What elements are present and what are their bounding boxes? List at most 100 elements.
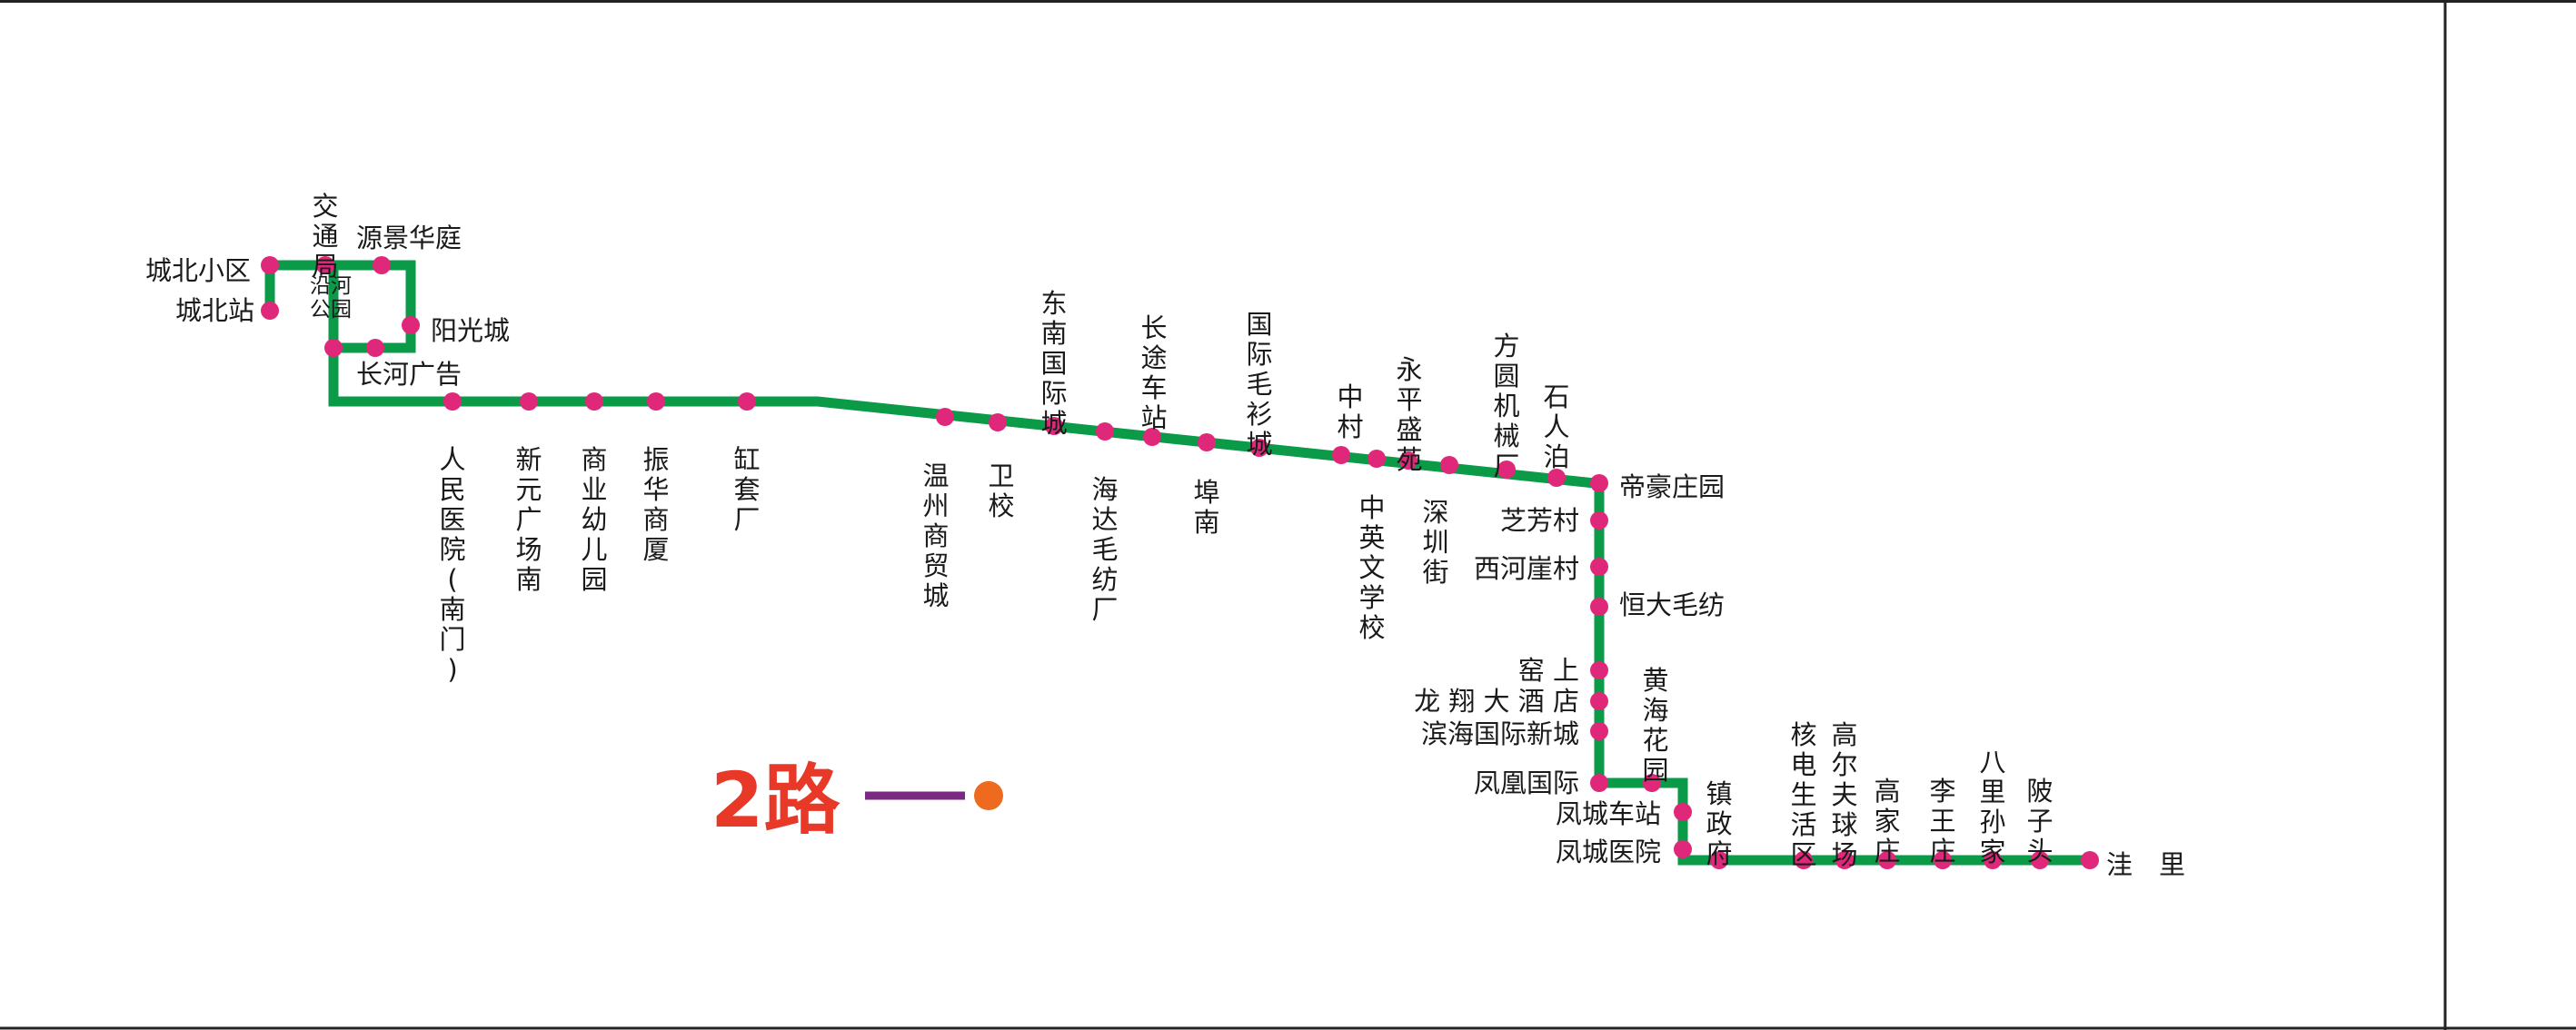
- stop-label: 凤凰国际: [1474, 768, 1579, 798]
- stop-label: 中村: [1337, 381, 1363, 442]
- stop-hedian-shenghuoqu: 核电生活区: [1790, 719, 1816, 870]
- stop-chengbei-xiaoqu: 城北小区: [145, 255, 279, 286]
- stop-fengcheng-chezhan: 凤城车站: [1556, 798, 1692, 829]
- stop-jiaotongju: 交通局: [312, 191, 338, 282]
- stop-shirenbo: 石人泊: [1543, 381, 1570, 487]
- stop-dot: [1835, 851, 1854, 869]
- stop-hengda-maofang: 恒大毛纺: [1590, 589, 1725, 620]
- stop-dot: [261, 256, 279, 274]
- stop-label: 陂子头: [2026, 776, 2053, 867]
- stop-huanghai-huayuan: 黄海花园: [1642, 665, 1669, 792]
- stop-fengcheng-yiyuan: 凤城医院: [1556, 837, 1692, 867]
- stop-dot: [1368, 450, 1386, 468]
- stop-funan: 埠南: [1193, 433, 1220, 538]
- stop-dot: [1795, 851, 1813, 869]
- stop-label: 永平盛苑: [1396, 354, 1422, 475]
- stop-dot: [936, 408, 954, 426]
- stop-chengbei-station: 城北站: [175, 295, 279, 326]
- stop-label: 芝芳村: [1500, 505, 1579, 536]
- stop-label: 石人泊: [1543, 381, 1569, 472]
- stop-dot: [1590, 692, 1608, 710]
- stop-longxiang-jiudian: 龙 翔 大 酒 店: [1414, 686, 1608, 717]
- stop-label: 凤城车站: [1556, 798, 1661, 829]
- stop-label: 长途车站: [1140, 312, 1167, 433]
- stop-label: 埠南: [1193, 477, 1219, 538]
- stop-dot: [1440, 456, 1458, 474]
- stop-fangyuan-jixiechang: 方圆机械厂: [1493, 331, 1519, 481]
- route-legend: 2路: [711, 756, 1003, 845]
- stop-gangtaochang: 缸套厂: [733, 392, 761, 535]
- stop-fenghuang-guoji: 凤凰国际: [1474, 768, 1608, 798]
- stop-label: 镇政府: [1706, 778, 1732, 869]
- stop-label: 缸套厂: [733, 444, 760, 535]
- stop-label: 高尔夫球场: [1831, 719, 1857, 870]
- stop-dot: [520, 392, 538, 411]
- stop-wenzhou-shangmaocheng: 温州商贸城: [922, 408, 954, 611]
- stop-weixiao: 卫校: [988, 413, 1015, 521]
- stop-label: 温州商贸城: [922, 461, 949, 611]
- stop-dot: [1674, 840, 1692, 858]
- stop-label: 人民医院(南门): [439, 444, 465, 685]
- stop-dot: [1710, 851, 1728, 869]
- stop-label: 东南国际城: [1040, 288, 1067, 439]
- stop-label: 窑 上: [1518, 655, 1579, 686]
- stop-xinyuan-guangchang-nan: 新元广场南: [515, 392, 542, 595]
- stop-dot: [1590, 511, 1608, 530]
- stop-label: 新元广场南: [515, 444, 542, 595]
- stop-label: 海达毛纺厂: [1091, 474, 1118, 625]
- stop-dot: [324, 339, 343, 357]
- stop-label: 城北站: [175, 295, 254, 326]
- stop-zhifangcun: 芝芳村: [1500, 505, 1608, 536]
- stop-label: 帝豪庄园: [1619, 471, 1725, 502]
- stop-label: 深圳街: [1422, 497, 1448, 588]
- stop-label: 西河崖村: [1474, 553, 1579, 584]
- stop-binhai-guoji-xincheng: 滨海国际新城: [1421, 718, 1608, 749]
- stop-label: 交通局: [312, 191, 338, 282]
- stop-dot: [1590, 774, 1608, 792]
- stop-dot: [1497, 461, 1516, 479]
- stop-yangguangcheng: 阳光城: [402, 315, 510, 346]
- legend-stop-dot: [974, 781, 1003, 810]
- stop-yaoshang: 窑 上: [1518, 655, 1608, 686]
- stop-dot: [2081, 851, 2099, 869]
- stop-dot: [647, 392, 665, 411]
- stop-label: 国际毛衫城: [1246, 309, 1272, 460]
- stop-label: 高家庄: [1874, 776, 1900, 867]
- stop-dot: [1674, 803, 1692, 821]
- stop-label: 滨海国际新城: [1421, 718, 1579, 749]
- stop-yongping-shengyuan: 永平盛苑: [1396, 354, 1422, 475]
- stop-bali-sunjia: 八里孙家: [1979, 747, 2006, 869]
- stop-wali: 洼 里: [2081, 849, 2185, 880]
- stop-xiazitou: 陂子头: [2026, 776, 2054, 869]
- stop-dot: [1590, 474, 1608, 492]
- stop-dot: [366, 339, 384, 357]
- stop-dot: [1590, 558, 1608, 576]
- stop-zhenhua-shangsha: 振华商厦: [642, 392, 670, 565]
- stop-dot: [1590, 722, 1608, 740]
- stop-zhenzhengfu: 镇政府: [1706, 778, 1733, 869]
- stop-label: 城北小区: [145, 255, 251, 286]
- stop-changhe-guanggao: 长河广告: [356, 339, 462, 390]
- stop-dot: [1547, 469, 1566, 487]
- stop-label: 洼 里: [2106, 849, 2185, 880]
- stop-label: 方圆机械厂: [1493, 331, 1519, 481]
- stop-dot: [1590, 598, 1608, 616]
- stop-dot: [373, 256, 391, 274]
- stop-label: 源景华庭: [356, 223, 462, 253]
- stop-label: 凤城医院: [1556, 837, 1661, 867]
- stop-dot: [316, 256, 334, 274]
- stop-label: 黄海花园: [1642, 665, 1668, 786]
- stop-label: 阳光城: [431, 315, 510, 346]
- stop-changtu-chezhan: 长途车站: [1140, 312, 1168, 446]
- stop-label: 振华商厦: [642, 444, 669, 565]
- stop-shenzhenjie: 深圳街: [1422, 456, 1458, 588]
- stop-yuanjing-huating: 源景华庭: [356, 223, 462, 274]
- stop-gaoerfu-qiuchang: 高尔夫球场: [1831, 719, 1857, 870]
- stop-guoji-maoshancheng: 国际毛衫城: [1246, 309, 1272, 460]
- stop-label: 沿河公园: [310, 274, 352, 322]
- stop-label: 李王庄: [1929, 776, 1955, 867]
- stop-liwangzhuang: 李王庄: [1929, 776, 1956, 869]
- stop-dihao-zhuangyuan: 帝豪庄园: [1590, 471, 1725, 502]
- stop-dot: [1045, 417, 1063, 435]
